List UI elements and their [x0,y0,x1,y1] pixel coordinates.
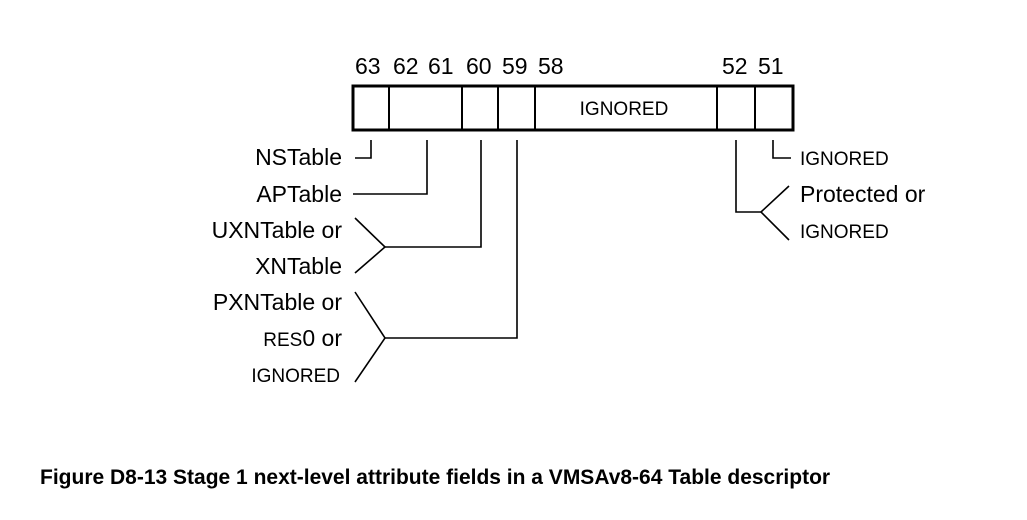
label-zero-or: 0 or [302,325,342,351]
bit-number-63: 63 [355,53,381,79]
uxntable-brace [354,217,387,274]
uxntable-leader [385,140,482,248]
bit-number-62: 62 [393,53,419,79]
nstable-leader [355,140,372,159]
bit-number-59: 59 [502,53,528,79]
leader-lines [353,140,791,383]
label-ignored-59: IGNORED [251,366,340,387]
label-pxntable: PXNTable or [213,289,342,315]
label-uxntable: UXNTable or [212,217,343,243]
field-ignored-58-52: IGNORED [580,99,669,120]
bit-number-51: 51 [758,53,784,79]
bit-number-60: 60 [466,53,492,79]
pxntable-brace [354,291,386,383]
bit-number-52: 52 [722,53,748,79]
label-ignored-51: IGNORED [800,149,889,170]
register-box [351,84,795,132]
label-res0: RES0 or [263,325,342,351]
bit-number-61: 61 [428,53,454,79]
register-outline [351,84,795,132]
label-aptable: APTable [256,181,342,207]
label-protected: Protected or [800,181,926,207]
bit-number-58: 58 [538,53,564,79]
protected-brace [759,185,790,241]
pxntable-leader [385,140,518,339]
label-ignored-52: IGNORED [800,222,889,243]
bit51-leader [772,140,791,159]
label-xntable: XNTable [255,253,342,279]
label-res-smallcaps: RES [263,330,302,351]
label-nstable: NSTable [255,144,342,170]
protected-leader [735,140,761,213]
figure-caption: Figure D8-13 Stage 1 next-level attribut… [40,466,831,489]
aptable-leader [353,140,428,195]
